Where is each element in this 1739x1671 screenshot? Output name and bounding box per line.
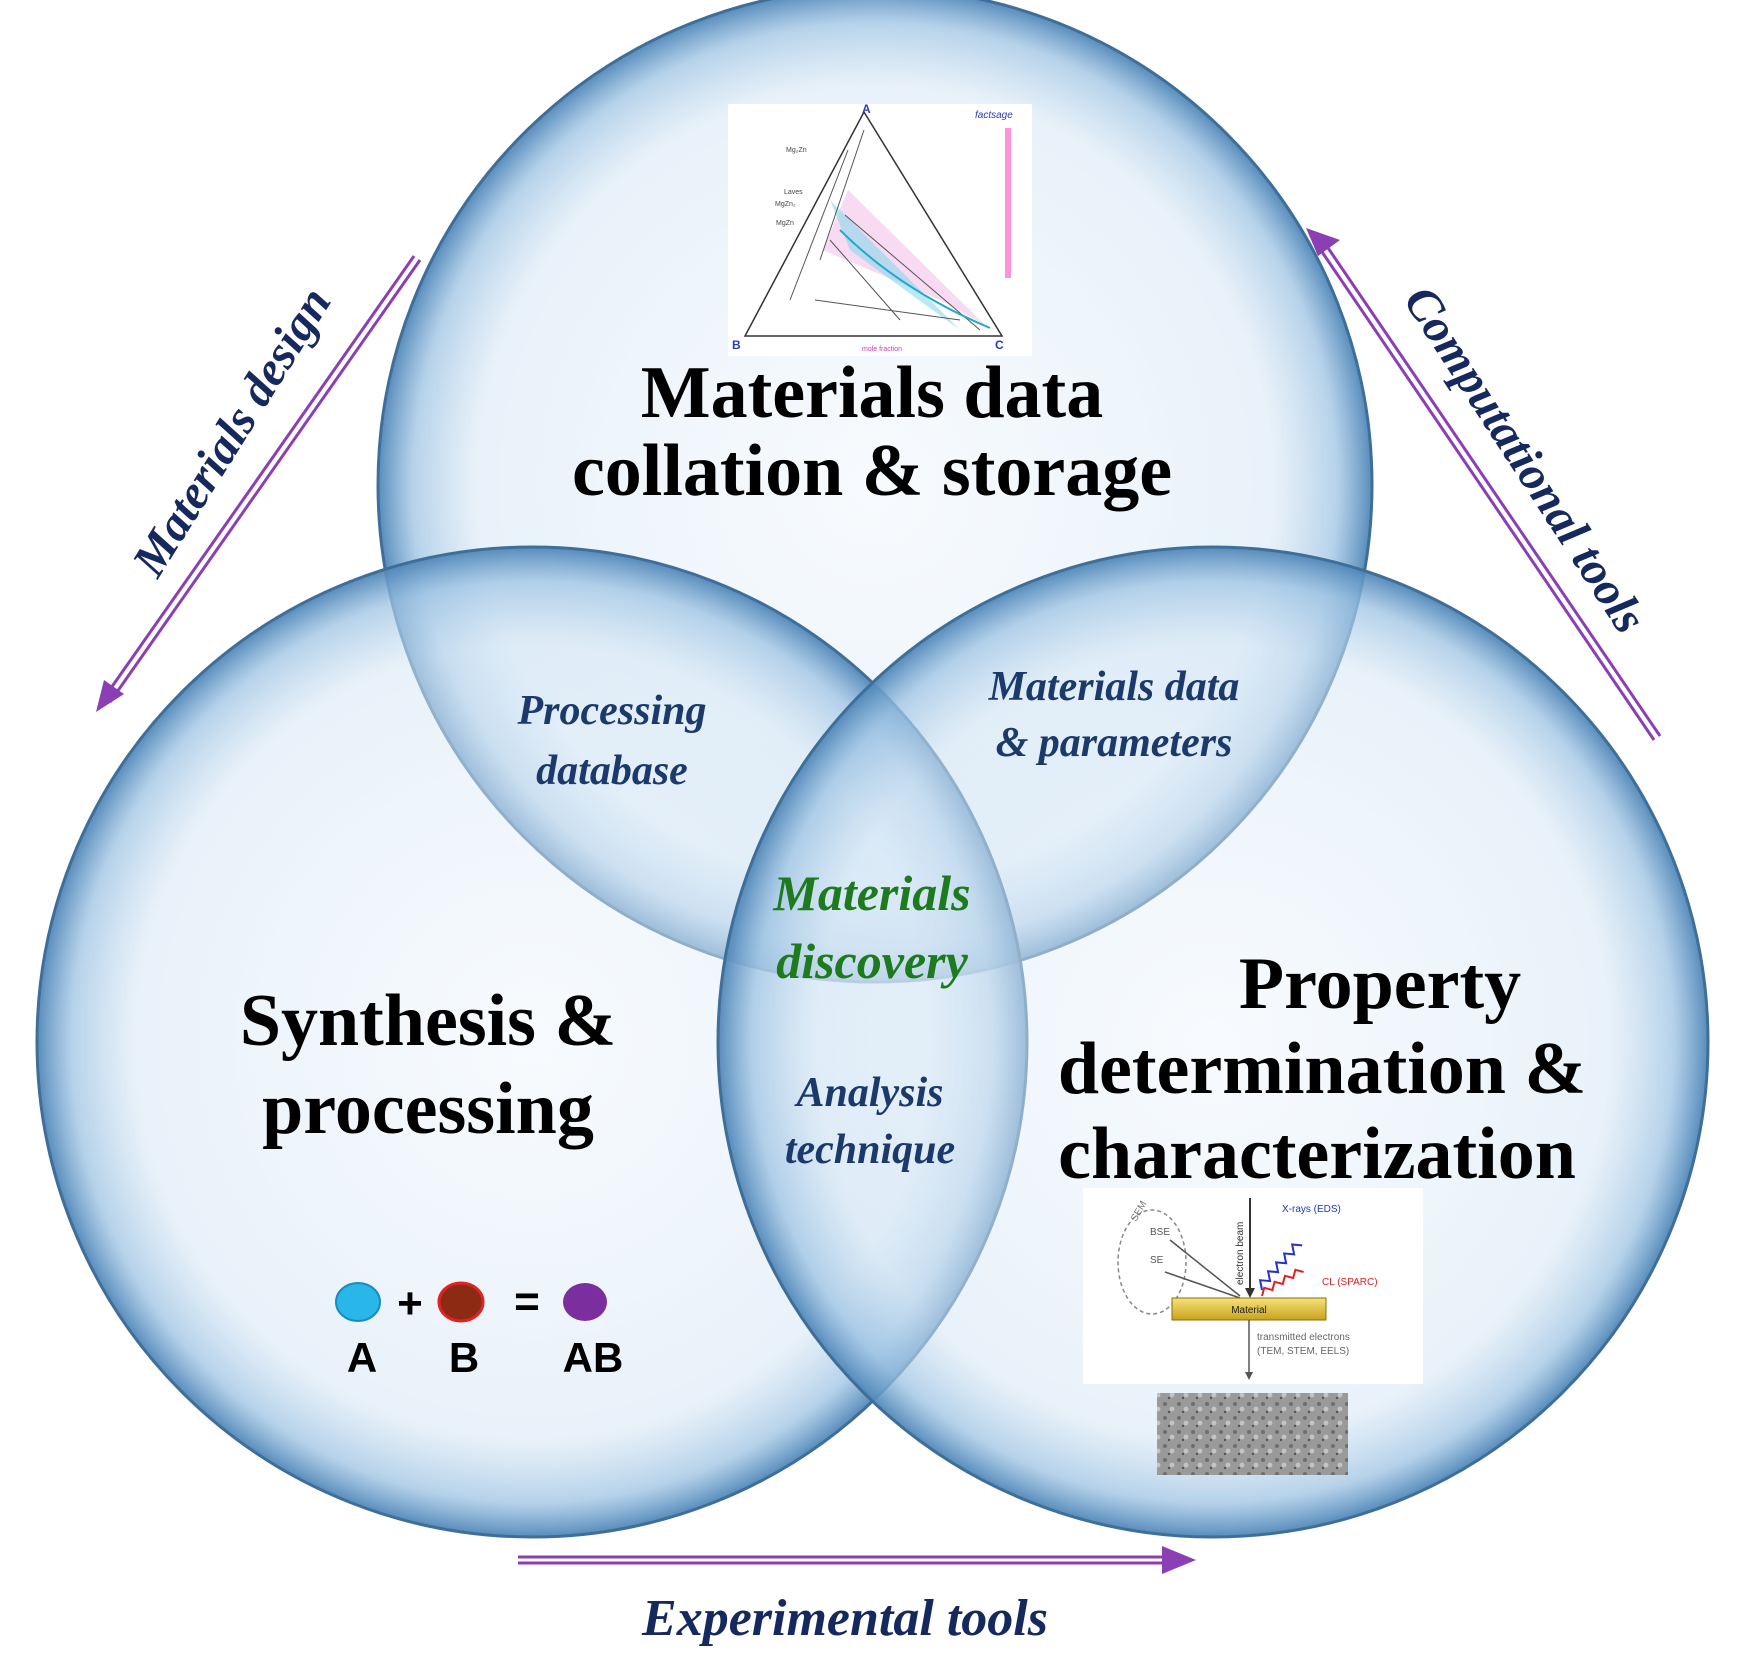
right-title-line-2: determination & (1058, 1028, 1586, 1110)
particle-b-icon (437, 1281, 485, 1323)
arrow-label-materials-design: Materials design (122, 278, 342, 586)
circle-right (716, 545, 1710, 1539)
particle-ab-icon (563, 1283, 607, 1321)
phase-diagram-image: A B C factsage Mg₂Zn Laves MgZn₂ MgZn mo… (728, 102, 1032, 356)
top-title-line-1: Materials data (641, 352, 1103, 434)
center-label-line-2: discovery (776, 933, 968, 989)
synthesis-equation: + = A B AB (335, 1277, 624, 1381)
factsage-logo: factsage (975, 110, 1013, 121)
schem-transmitted: transmitted electrons (1257, 1332, 1350, 1343)
right-title-line-1: Property (1239, 943, 1521, 1025)
phase-label-1: Mg₂Zn (786, 147, 807, 154)
arrow-label-computational-tools: Computational tools (1393, 277, 1656, 643)
particle-a-icon (335, 1282, 381, 1322)
equation-label-a: A (347, 1334, 377, 1381)
left-title-line-1: Synthesis & (240, 980, 616, 1062)
equation-equals: = (514, 1277, 540, 1326)
phase-label-2: Laves (784, 189, 803, 196)
schem-material: Material (1231, 1305, 1267, 1316)
phase-corner-c: C (995, 338, 1004, 352)
schem-cl: CL (SPARC) (1322, 1277, 1378, 1288)
center-label-line-1: Materials (772, 865, 970, 921)
phase-label-4: MgZn (776, 220, 794, 227)
overlap-top-left-line-2: database (536, 748, 688, 794)
phase-label-3: MgZn₂ (775, 201, 796, 208)
equation-plus: + (397, 1279, 423, 1328)
arrow-materials-design (96, 255, 422, 712)
overlap-bottom-line-1: Analysis (793, 1070, 943, 1116)
schem-xrays: X-rays (EDS) (1282, 1204, 1341, 1215)
schem-se: SE (1150, 1255, 1164, 1266)
equation-label-ab: AB (563, 1334, 624, 1381)
overlap-top-right-line-2: & parameters (996, 720, 1233, 766)
schem-tem: (TEM, STEM, EELS) (1257, 1346, 1349, 1357)
phase-corner-b: B (732, 338, 741, 352)
arrow-computational-tools (1306, 228, 1662, 741)
top-title-line-2: collation & storage (572, 430, 1172, 512)
schem-electron-beam: electron beam (1235, 1222, 1246, 1285)
arrow-experimental-tools (518, 1546, 1196, 1574)
characterization-schematic: SEM BSE SE electron beam X-rays (EDS) CL… (1083, 1188, 1423, 1384)
sem-micrograph-image (1157, 1393, 1348, 1475)
phase-corner-a: A (862, 102, 871, 116)
overlap-bottom-line-2: technique (785, 1127, 955, 1173)
phase-axis-label: mole fraction (862, 346, 902, 353)
arrow-label-experimental-tools: Experimental tools (641, 1590, 1048, 1647)
schem-bse: BSE (1150, 1227, 1170, 1238)
overlap-top-left-line-1: Processing (517, 688, 707, 734)
right-title-line-3: characterization (1058, 1113, 1576, 1195)
overlap-top-right-line-1: Materials data (988, 664, 1240, 710)
equation-label-b: B (449, 1334, 479, 1381)
left-title-line-2: processing (262, 1068, 594, 1150)
